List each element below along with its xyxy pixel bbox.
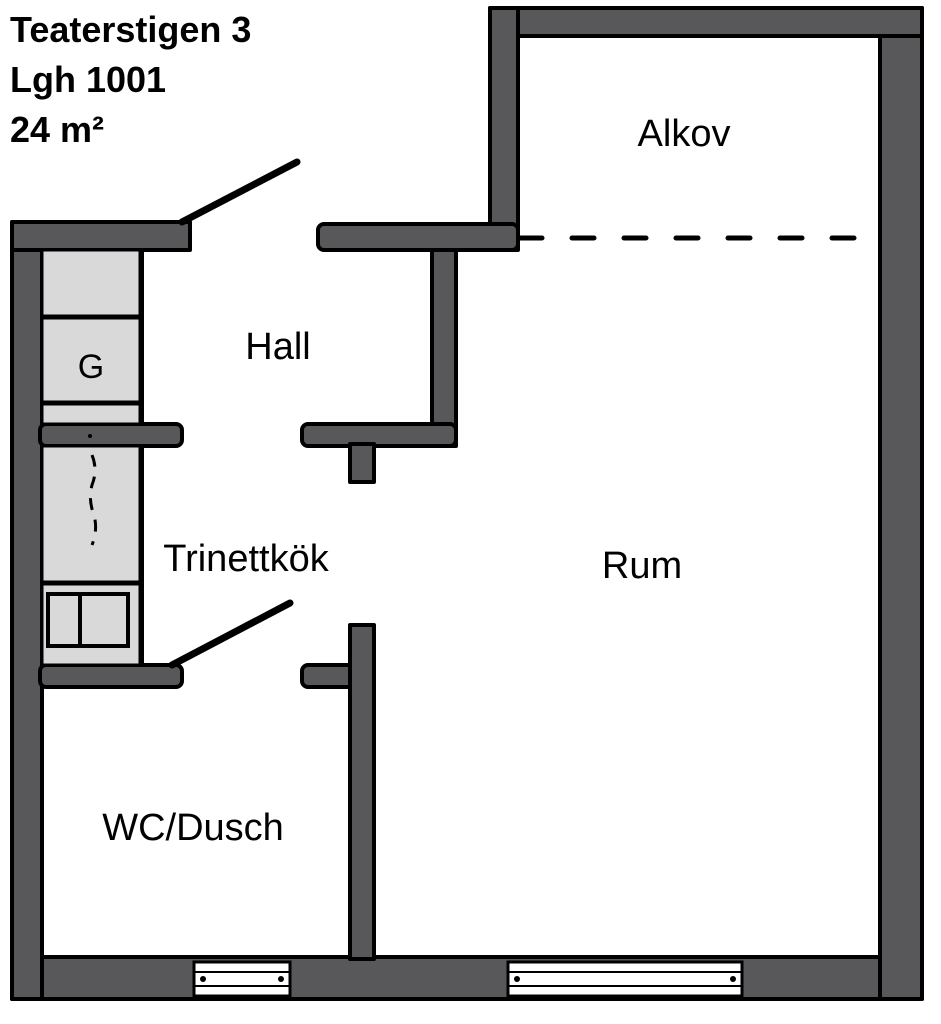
wall-top-alkov [488, 6, 924, 38]
room-label-alkov: Alkov [638, 113, 731, 155]
wall-hall-bottom-left [38, 422, 184, 448]
wall-wc-right [348, 623, 376, 961]
room-label-trinettkok: Trinettkök [163, 538, 329, 580]
wardrobe-g [40, 316, 142, 404]
wardrobe-lower [40, 402, 142, 426]
wall-left [10, 220, 44, 1001]
wall-hall-partition [430, 248, 458, 448]
wall-kitchen-bottom [38, 663, 184, 689]
wardrobe-upper [40, 248, 142, 318]
kitchen-stove-area [40, 582, 142, 667]
window-wc [192, 960, 292, 998]
fridge-hinge-line [88, 454, 98, 546]
apartment-area: 24 m² [10, 109, 105, 150]
room-label-hall: Hall [245, 326, 310, 368]
wall-top-left [10, 220, 192, 252]
entrance-door [178, 158, 301, 226]
marker-dot [88, 434, 92, 438]
kitchen-counter [40, 444, 142, 584]
apartment-number: Lgh 1001 [10, 59, 167, 100]
wall-bottom [10, 955, 924, 1001]
wc-door [168, 599, 294, 669]
window-room [506, 960, 744, 998]
room-label-wc-dusch: WC/Dusch [102, 807, 284, 849]
sink-icon [46, 592, 130, 648]
wall-right [878, 6, 924, 1001]
wall-alkov-left [488, 6, 520, 252]
wall-top-right [316, 222, 520, 252]
room-label-rum: Rum [602, 545, 682, 587]
wardrobe-label: G [78, 348, 104, 386]
wall-hall-bottom-right [300, 422, 458, 448]
address-title: Teaterstigen 3 [10, 9, 252, 50]
wall-stub [348, 442, 376, 484]
